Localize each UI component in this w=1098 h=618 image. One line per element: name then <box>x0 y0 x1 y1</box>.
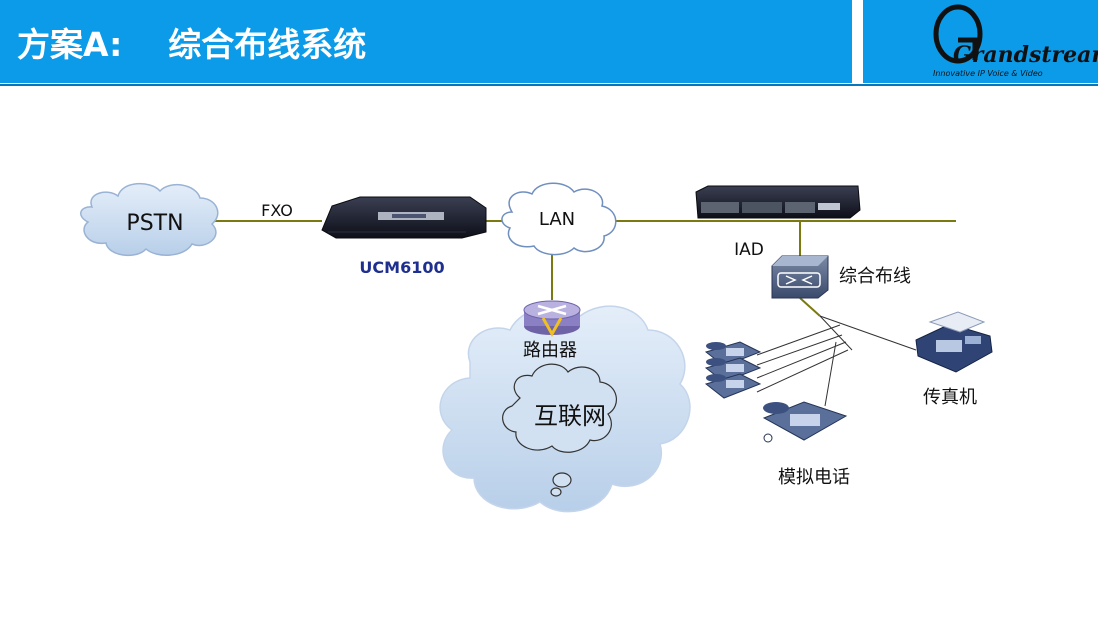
internet-cloud: 互联网 <box>439 305 691 513</box>
router-device <box>523 300 581 338</box>
phone-icon-4 <box>762 401 848 443</box>
fax-label: 传真机 <box>923 387 977 408</box>
ucm6100-device <box>321 196 487 239</box>
pstn-label: PSTN <box>126 211 183 236</box>
pstn-cloud: PSTN <box>80 183 219 257</box>
iad-device <box>695 185 861 219</box>
internet-label: 互联网 <box>534 402 606 430</box>
router-label: 路由器 <box>523 340 577 361</box>
ucm-label: UCM6100 <box>359 258 444 277</box>
cabling-box <box>771 255 829 299</box>
header-rule <box>0 84 1098 86</box>
phone-icon-3 <box>704 373 762 399</box>
lan-label: LAN <box>539 209 575 230</box>
analog-phone-label: 模拟电话 <box>778 467 850 488</box>
analog-phone-stack <box>704 341 848 443</box>
fxo-label: FXO <box>261 201 293 220</box>
grandstream-logo: Grandstream Innovative IP Voice & Video <box>933 4 1098 78</box>
logo-box: Grandstream Innovative IP Voice & Video <box>863 0 1098 83</box>
header-bar: 方案A: 综合布线系统 <box>0 0 852 83</box>
phone-wires <box>756 315 917 407</box>
logo-text: Grandstream <box>953 42 1098 68</box>
logo-tagline: Innovative IP Voice & Video <box>933 69 1043 78</box>
cabling-label: 综合布线 <box>839 266 911 287</box>
connection-lines <box>213 220 956 317</box>
page-title: 方案A: 综合布线系统 <box>17 25 367 64</box>
iad-cabling-line <box>799 297 821 317</box>
fax-machine-icon <box>915 311 993 373</box>
iad-label: IAD <box>734 240 764 260</box>
lan-cloud: LAN <box>501 182 617 256</box>
